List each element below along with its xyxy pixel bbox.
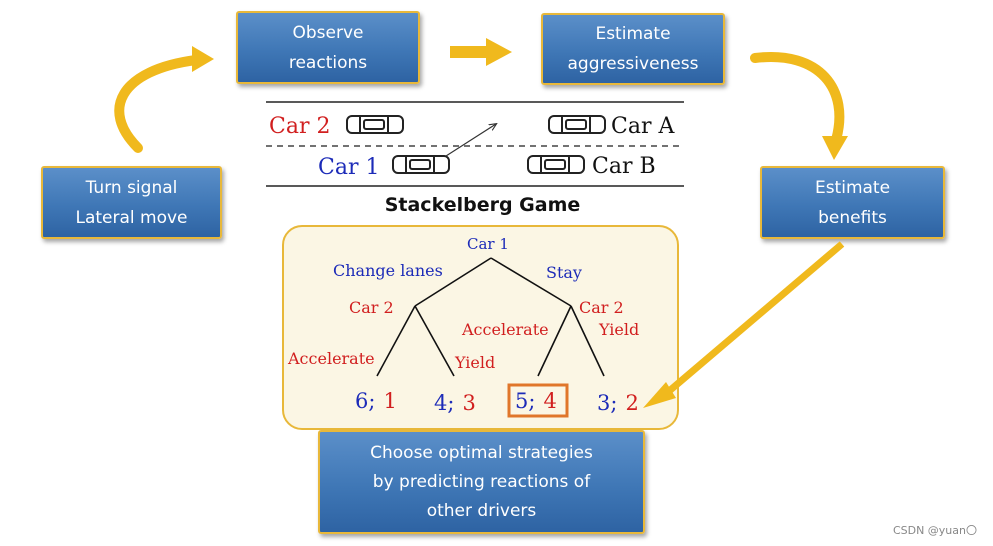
arrow-benefits-to-payoff: [643, 241, 845, 408]
payoff-separator: ;: [368, 389, 375, 413]
arrow-turn-to-observe: [114, 46, 214, 153]
payoff-car1-value: 3: [597, 391, 610, 415]
tree-right-node-label: Car 2: [579, 298, 624, 317]
car-b-label: Car B: [592, 154, 656, 179]
payoff-car2-value: 3: [462, 391, 475, 415]
payoff-car2-value: 2: [625, 391, 638, 415]
tree-root-label: Car 1: [467, 235, 509, 253]
arrow-aggr-to-benefits: [750, 51, 848, 160]
estimate-benefits-box: Estimate benefits: [760, 166, 945, 239]
box-line: Choose optimal strategies: [370, 442, 593, 463]
payoff-4: 3; 2: [597, 391, 639, 415]
svg-text:3;2: 3; 2: [597, 391, 639, 415]
tree-left-yield-label: Yield: [454, 353, 495, 372]
payoff-separator: ;: [610, 391, 617, 415]
car-a-icon: [548, 115, 606, 134]
payoff-separator: ;: [528, 389, 535, 413]
svg-text:6;1: 6; 1: [355, 389, 397, 413]
box-line: Lateral move: [75, 207, 188, 228]
car-1-label: Car 1: [318, 155, 379, 180]
payoff-car1-value: 5: [515, 389, 528, 413]
box-line: benefits: [818, 207, 887, 228]
stackelberg-game-title: Stackelberg Game: [384, 194, 581, 216]
lane-change-arrow: [445, 124, 496, 157]
payoff-1: 6; 1: [355, 389, 397, 413]
svg-text:5;4: 5; 4: [515, 389, 557, 413]
tree-right-accelerate-label: Accelerate: [461, 320, 549, 339]
payoff-car1-value: 6: [355, 389, 368, 413]
tree-left-node-label: Car 2: [349, 298, 394, 317]
observe-reactions-box: Observe reactions: [236, 11, 420, 84]
payoff-3: 5; 4: [515, 389, 557, 413]
tree-left-accelerate-label: Accelerate: [287, 349, 375, 368]
payoff-car2-value: 4: [543, 389, 556, 413]
box-line: by predicting reactions of: [372, 471, 591, 492]
tree-left-branch-label: Change lanes: [333, 261, 443, 280]
payoff-car2-value: 1: [383, 389, 396, 413]
arrow-observe-to-estimate: [450, 38, 512, 66]
game-tree-edges: [376, 257, 605, 377]
svg-text:4;3: 4; 3: [434, 391, 476, 415]
box-line: Observe: [292, 22, 364, 43]
payoff-car1-value: 4: [434, 391, 447, 415]
box-line: other drivers: [426, 500, 537, 521]
turn-signal-box: Turn signal Lateral move: [41, 166, 222, 239]
tree-right-yield-label: Yield: [598, 320, 639, 339]
tree-right-branch-label: Stay: [546, 263, 582, 282]
box-line: aggressiveness: [567, 54, 699, 74]
estimate-aggressiveness-box: Estimate aggressiveness: [541, 13, 725, 85]
car-2-label: Car 2: [269, 114, 330, 139]
box-line: Turn signal: [85, 177, 178, 198]
box-line: reactions: [288, 52, 368, 73]
choose-strategies-box: Choose optimal strategies by predicting …: [318, 430, 645, 534]
payoff-separator: ;: [447, 391, 454, 415]
car-a-label: Car A: [611, 114, 675, 139]
payoff-2: 4; 3: [434, 391, 476, 415]
optimal-payoff-highlight: [507, 383, 569, 418]
game-tree-panel: [282, 225, 679, 430]
box-line: Estimate: [595, 24, 671, 44]
car-1-icon: [392, 155, 450, 174]
car-2-icon: [346, 115, 404, 134]
car-b-icon: [527, 155, 585, 174]
box-line: Estimate: [814, 177, 891, 198]
watermark: CSDN @yuan〇: [892, 524, 977, 537]
